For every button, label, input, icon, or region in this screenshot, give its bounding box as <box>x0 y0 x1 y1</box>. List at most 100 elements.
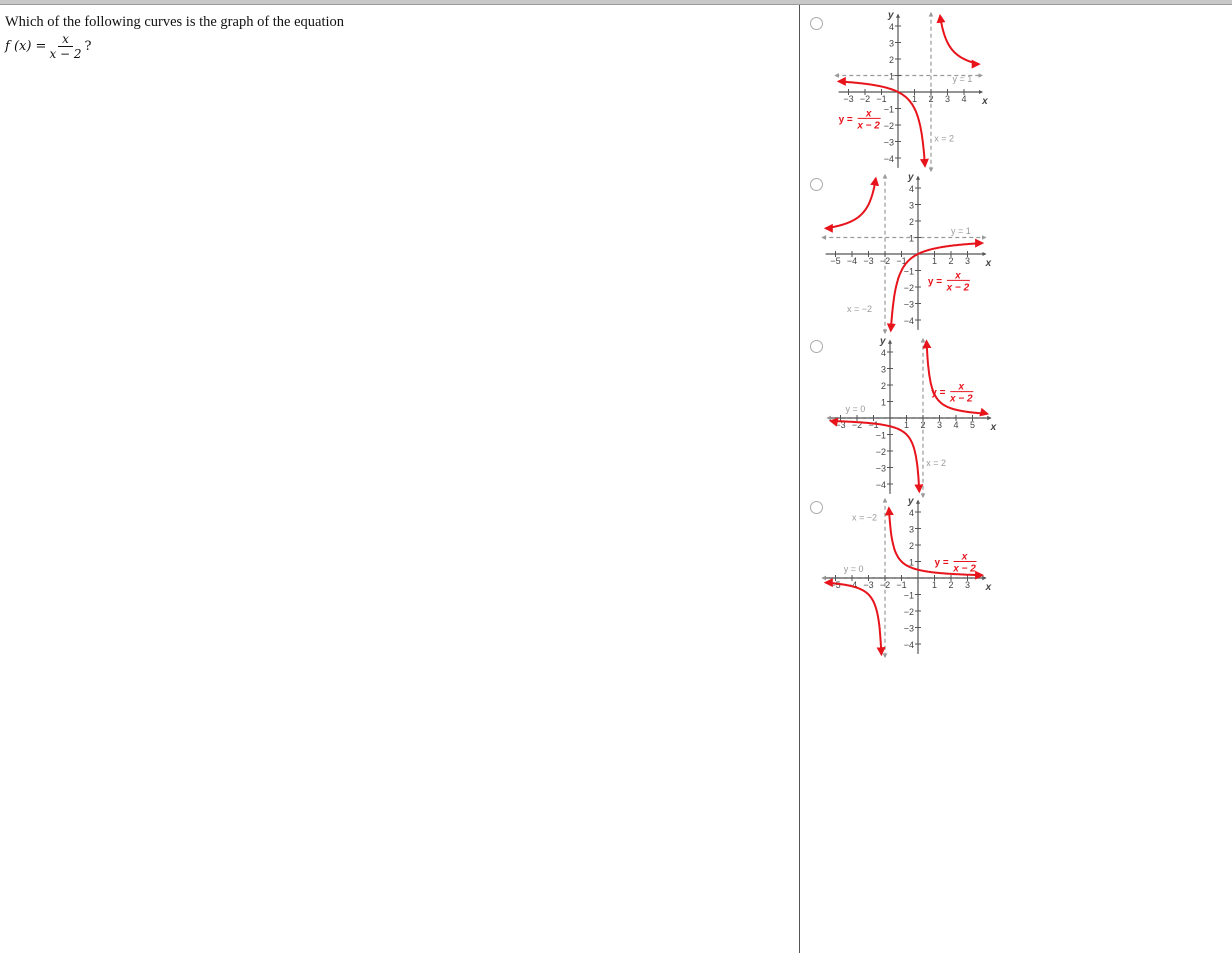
equation-fraction: x x − 2 <box>49 33 82 62</box>
curve-branch <box>828 417 924 494</box>
horizontal-asymptote-label: y = 1 <box>951 226 971 236</box>
x-tick-label: −3 <box>843 94 853 104</box>
x-tick-label: 3 <box>965 256 970 266</box>
x-tick-label: −1 <box>868 420 878 430</box>
x-tick-label: 2 <box>948 256 953 266</box>
curve-branch <box>936 13 981 69</box>
y-tick-label: −4 <box>876 480 886 490</box>
x-tick-label: −4 <box>847 256 857 266</box>
curve-branch <box>886 238 985 333</box>
x-tick-label: −2 <box>880 256 890 266</box>
equation-label-denominator: x − 2 <box>949 394 973 405</box>
option-radio-2[interactable] <box>810 178 823 191</box>
vertical-asymptote-label: x = 2 <box>934 134 954 144</box>
equation-label-denominator: x − 2 <box>856 120 880 131</box>
horizontal-asymptote-label: y = 0 <box>845 404 865 414</box>
y-tick-label: −2 <box>884 121 894 131</box>
equation-label-denominator: x − 2 <box>946 282 970 293</box>
x-tick-label: 2 <box>948 580 953 590</box>
equation-label-numerator: x <box>961 552 968 563</box>
option-radio-4[interactable] <box>810 501 823 514</box>
equation-numerator: x <box>58 33 73 47</box>
x-tick-label: 2 <box>928 94 933 104</box>
x-tick-label: −3 <box>863 256 873 266</box>
x-axis-label: x <box>990 422 997 433</box>
equation-denominator: x − 2 <box>49 47 82 61</box>
y-tick-label: −1 <box>904 591 914 601</box>
y-tick-label: 4 <box>909 508 914 518</box>
curve-branch <box>823 578 886 657</box>
y-tick-label: −2 <box>876 447 886 457</box>
y-tick-label: 2 <box>909 541 914 551</box>
y-tick-label: 2 <box>889 55 894 65</box>
y-axis-label: y <box>907 172 914 183</box>
x-tick-label: 4 <box>953 420 958 430</box>
x-tick-label: −5 <box>830 256 840 266</box>
x-tick-label: 1 <box>904 420 909 430</box>
equation-label-numerator: x <box>954 270 961 281</box>
y-tick-label: 3 <box>881 365 886 375</box>
option-radio-1[interactable] <box>810 17 823 30</box>
x-axis-label: x <box>985 258 992 269</box>
y-tick-label: −2 <box>904 607 914 617</box>
y-tick-label: −3 <box>884 138 894 148</box>
y-tick-label: −1 <box>876 431 886 441</box>
curve-branch <box>836 76 929 168</box>
question-prompt: Which of the following curves is the gra… <box>5 13 344 61</box>
x-tick-label: −2 <box>880 580 890 590</box>
equation-label-prefix: y = <box>935 558 949 569</box>
equation-label-prefix: y = <box>928 276 942 287</box>
y-tick-label: −3 <box>876 464 886 474</box>
y-tick-label: −3 <box>904 624 914 634</box>
equation-label-denominator: x − 2 <box>952 564 976 575</box>
x-tick-label: 4 <box>961 94 966 104</box>
y-tick-label: −3 <box>904 300 914 310</box>
horizontal-asymptote-label: y = 0 <box>844 564 864 574</box>
equation-suffix: ? <box>84 39 92 54</box>
equation-label-prefix: y = <box>931 388 945 399</box>
x-axis-label: x <box>985 582 992 593</box>
y-tick-label: −4 <box>904 316 914 326</box>
x-axis-label: x <box>981 96 988 107</box>
y-tick-label: 1 <box>889 72 894 82</box>
question-text: Which of the following curves is the gra… <box>5 14 345 30</box>
y-tick-label: −4 <box>904 640 914 650</box>
y-tick-label: 1 <box>909 234 914 244</box>
y-tick-label: 3 <box>909 201 914 211</box>
y-tick-label: −1 <box>904 267 914 277</box>
y-tick-label: 4 <box>889 22 894 32</box>
y-tick-label: −2 <box>904 283 914 293</box>
x-tick-label: −2 <box>860 94 870 104</box>
question-equation: f (x) = x x − 2 ? <box>5 33 344 62</box>
y-axis-label: y <box>879 336 886 347</box>
x-tick-label: 3 <box>937 420 942 430</box>
top-border <box>0 0 1232 5</box>
vertical-asymptote-label: x = −2 <box>847 304 872 314</box>
y-tick-label: 3 <box>889 39 894 49</box>
y-tick-label: 3 <box>909 525 914 535</box>
equation-lhs: f (x) = <box>5 39 47 54</box>
y-axis-label: y <box>887 10 894 21</box>
equation-label-prefix: y = <box>839 114 853 125</box>
curve-branch <box>823 176 880 233</box>
x-tick-label: 1 <box>932 256 937 266</box>
vertical-asymptote-label: x = −2 <box>852 512 877 522</box>
x-tick-label: 5 <box>970 420 975 430</box>
option-radio-3[interactable] <box>810 340 823 353</box>
curve-branch <box>922 339 990 417</box>
equation-label-numerator: x <box>865 108 872 119</box>
horizontal-asymptote-label: y = 1 <box>952 74 972 84</box>
y-tick-label: −1 <box>884 105 894 115</box>
y-tick-label: 4 <box>909 184 914 194</box>
x-tick-label: 1 <box>932 580 937 590</box>
y-tick-label: −4 <box>884 154 894 164</box>
equation-label-numerator: x <box>957 382 964 393</box>
x-tick-label: 1 <box>912 94 917 104</box>
y-tick-label: 4 <box>881 348 886 358</box>
x-tick-label: 2 <box>920 420 925 430</box>
x-tick-label: −1 <box>896 580 906 590</box>
